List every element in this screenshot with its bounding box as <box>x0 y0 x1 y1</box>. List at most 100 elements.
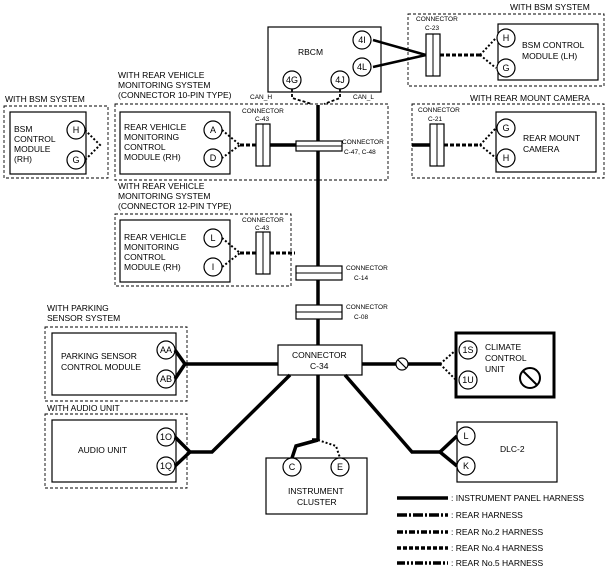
legend-label-instrument-panel: : INSTRUMENT PANEL HARNESS <box>451 493 584 503</box>
c47-id: C-47, C-48 <box>344 149 376 156</box>
c34-id: C-34 <box>310 361 329 371</box>
bsm-lh-group: WITH BSM SYSTEM CONNECTOR C-23 H G BSM C… <box>372 2 605 87</box>
rbcm-label: RBCM <box>298 47 323 57</box>
bsm-lh-group-label: WITH BSM SYSTEM <box>510 2 590 12</box>
parking-label-1: PARKING SENSOR <box>61 351 137 361</box>
bsm-rh-group: WITH BSM SYSTEM BSM CONTROL MODULE (RH) … <box>3 94 109 179</box>
c08-id: C-08 <box>354 314 368 321</box>
rvm12-label-1: REAR VEHICLE <box>124 232 187 242</box>
rvm12-connector-id: C-43 <box>255 225 269 232</box>
parking-group-label-2: SENSOR SYSTEM <box>47 313 120 323</box>
rvm10-pin-d: D <box>210 153 217 163</box>
rvm12-label-2: MONITORING <box>124 242 179 252</box>
rear-camera-label-2: CAMERA <box>523 144 560 154</box>
dlc2-pin-k: K <box>463 461 469 471</box>
bsm-rh-group-label: WITH BSM SYSTEM <box>5 94 85 104</box>
audio-group-label: WITH AUDIO UNIT <box>47 403 120 413</box>
rvm12-label-4: MODULE (RH) <box>124 262 181 272</box>
climate-pin-1u: 1U <box>462 375 474 385</box>
rvm10-group-label-1: WITH REAR VEHICLE <box>118 70 205 80</box>
rvm10-group-label-2: MONITORING SYSTEM <box>118 80 210 90</box>
bsm-rh-pin-g: G <box>72 155 79 165</box>
parking-pin-aa: AA <box>160 345 172 355</box>
rbcm-pin-4j: 4J <box>335 75 345 85</box>
audio-unit-group: WITH AUDIO UNIT AUDIO UNIT 1O 1Q <box>44 373 292 489</box>
c47-label: CONNECTOR <box>342 139 384 146</box>
legend: : INSTRUMENT PANEL HARNESS : REAR HARNES… <box>397 493 584 568</box>
rear-camera-label-1: REAR MOUNT <box>523 133 580 143</box>
parking-label-2: CONTROL MODULE <box>61 362 141 372</box>
rvm-12pin-group: WITH REAR VEHICLE MONITORING SYSTEM (CON… <box>114 181 295 287</box>
rvm12-label-3: CONTROL <box>124 252 166 262</box>
legend-label-rear-no4: : REAR No.4 HARNESS <box>451 543 543 553</box>
rvm12-pin-i: I <box>212 262 215 272</box>
c08-label: CONNECTOR <box>346 304 388 311</box>
can-l-label: CAN_L <box>353 94 374 101</box>
c21-connector-id: C-21 <box>428 116 442 123</box>
rbcm-pin-4l: 4L <box>357 62 367 72</box>
can-h-label: CAN_H <box>250 94 272 101</box>
parking-sensor-group: WITH PARKING SENSOR SYSTEM PARKING SENSO… <box>44 303 278 402</box>
instrument-cluster-group: C E INSTRUMENT CLUSTER <box>265 438 368 515</box>
c08-connector: CONNECTOR C-08 <box>295 304 388 321</box>
rvm10-label-3: CONTROL <box>124 142 166 152</box>
rvm12-connector-label: CONNECTOR <box>242 217 284 224</box>
rvm10-label-1: REAR VEHICLE <box>124 122 187 132</box>
bsm-lh-pin-g: G <box>502 63 509 73</box>
legend-label-rear-no2: : REAR No.2 HARNESS <box>451 527 543 537</box>
c14-id: C-14 <box>354 275 368 282</box>
rvm12-group-label-3: (CONNECTOR 12-PIN TYPE) <box>118 201 232 211</box>
rvm10-label-2: MONITORING <box>124 132 179 142</box>
rvm12-group-label-1: WITH REAR VEHICLE <box>118 181 205 191</box>
climate-label-2: CONTROL <box>485 353 527 363</box>
c14-connector: CONNECTOR C-14 <box>295 265 388 282</box>
bsm-rh-label-3: MODULE <box>14 144 51 154</box>
rvm10-connector-id: C-43 <box>255 116 269 123</box>
bsm-rh-label-2: CONTROL <box>14 134 56 144</box>
c47-connector: CONNECTOR C-47, C-48 <box>295 139 384 156</box>
c34-label: CONNECTOR <box>292 350 347 360</box>
climate-label-3: UNIT <box>485 364 505 374</box>
c21-connector-label: CONNECTOR <box>418 107 460 114</box>
parking-group-label-1: WITH PARKING <box>47 303 109 313</box>
climate-pin-1s: 1S <box>462 345 473 355</box>
rear-camera-group: WITH REAR MOUNT CAMERA CONNECTOR C-21 G … <box>411 93 605 179</box>
rear-camera-group-label: WITH REAR MOUNT CAMERA <box>470 93 590 103</box>
c34-connector: CONNECTOR C-34 <box>277 344 363 376</box>
rbcm-pin-4i: 4I <box>358 35 366 45</box>
bsm-lh-label-1: BSM CONTROL <box>522 40 585 50</box>
bsm-rh-label-1: BSM <box>14 124 32 134</box>
legend-label-rear: : REAR HARNESS <box>451 510 523 520</box>
bsm-rh-label-4: (RH) <box>14 154 32 164</box>
c23-connector-label: CONNECTOR <box>416 16 458 23</box>
cluster-label-2: CLUSTER <box>297 497 337 507</box>
no-symbol-icon <box>519 367 541 389</box>
rbcm-pin-4g: 4G <box>286 75 298 85</box>
cluster-label-1: INSTRUMENT <box>288 486 344 496</box>
c14-label: CONNECTOR <box>346 265 388 272</box>
rear-camera-pin-h: H <box>503 153 510 163</box>
dlc2-label: DLC-2 <box>500 444 525 454</box>
cluster-pin-c: C <box>289 462 296 472</box>
rvm10-group-label-3: (CONNECTOR 10-PIN TYPE) <box>118 90 232 100</box>
rvm12-pin-l: L <box>210 233 215 243</box>
c23-connector-id: C-23 <box>425 25 439 32</box>
dlc2-group: L K DLC-2 <box>343 373 558 483</box>
audio-label: AUDIO UNIT <box>78 445 127 455</box>
rvm10-connector-label: CONNECTOR <box>242 108 284 115</box>
climate-control-group: 1S 1U CLIMATE CONTROL UNIT <box>362 331 556 399</box>
bsm-lh-label-2: MODULE (LH) <box>522 51 577 61</box>
legend-label-rear-no5: : REAR No.5 HARNESS <box>451 558 543 568</box>
bsm-rh-pin-h: H <box>73 125 80 135</box>
bsm-lh-pin-h: H <box>503 33 510 43</box>
rvm-10pin-group: WITH REAR VEHICLE MONITORING SYSTEM (CON… <box>114 70 389 181</box>
rvm10-pin-a: A <box>210 125 216 135</box>
climate-label-1: CLIMATE <box>485 342 522 352</box>
audio-pin-1o: 1O <box>160 432 172 442</box>
cluster-pin-e: E <box>337 462 343 472</box>
parking-pin-ab: AB <box>160 374 172 384</box>
rbcm-module: RBCM 4I 4L 4G 4J CAN_H CAN_L <box>250 26 382 105</box>
dlc2-pin-l: L <box>463 431 468 441</box>
audio-pin-1q: 1Q <box>160 461 172 471</box>
